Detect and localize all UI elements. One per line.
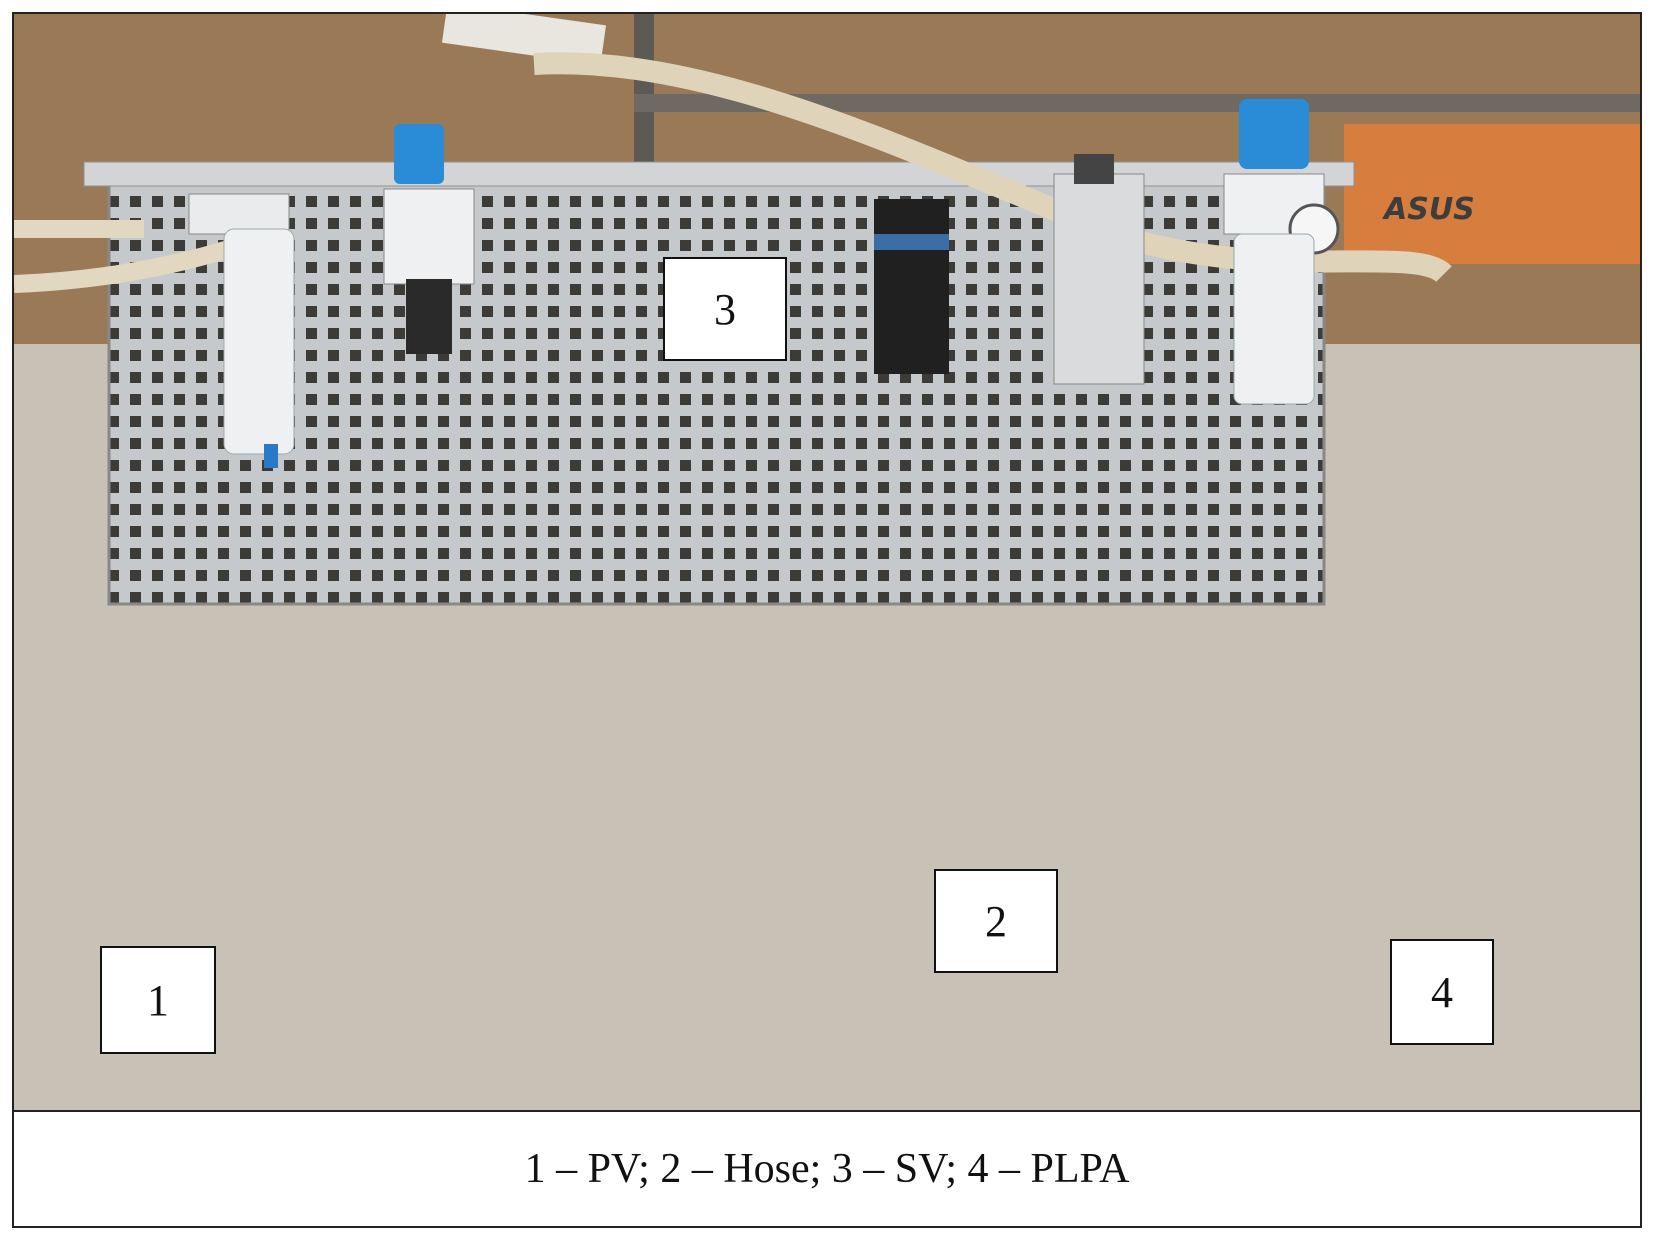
test-bench-photo: ASUS [14, 14, 1640, 1110]
solenoid-valve-a [874, 199, 949, 374]
paper-note [441, 14, 607, 65]
valve-tag-b-bg: B [29, 14, 1494, 1054]
photo-figure: ASUS [12, 12, 1642, 1112]
solenoid-valve-b [1053, 154, 1145, 385]
callout-3: 3 [663, 257, 787, 361]
regulator-unit-left [383, 124, 475, 354]
brand-mark: ASUS [1382, 192, 1475, 227]
shelf-board [634, 94, 1640, 112]
regulator-unit-right [1223, 99, 1340, 405]
filter-unit-left [188, 193, 295, 468]
valve-tag-a-bg: A B [14, 14, 1494, 1054]
callout-1: 1 [100, 946, 216, 1054]
callout-2: 2 [934, 869, 1058, 973]
cardboard-box [1344, 124, 1640, 264]
grey-cable: A B [14, 14, 1494, 1054]
callout-4: 4 [1390, 939, 1494, 1045]
panel-top-rail [83, 161, 1355, 187]
figure-caption: 1 – PV; 2 – Hose; 3 – SV; 4 – PLPA [12, 1110, 1642, 1228]
